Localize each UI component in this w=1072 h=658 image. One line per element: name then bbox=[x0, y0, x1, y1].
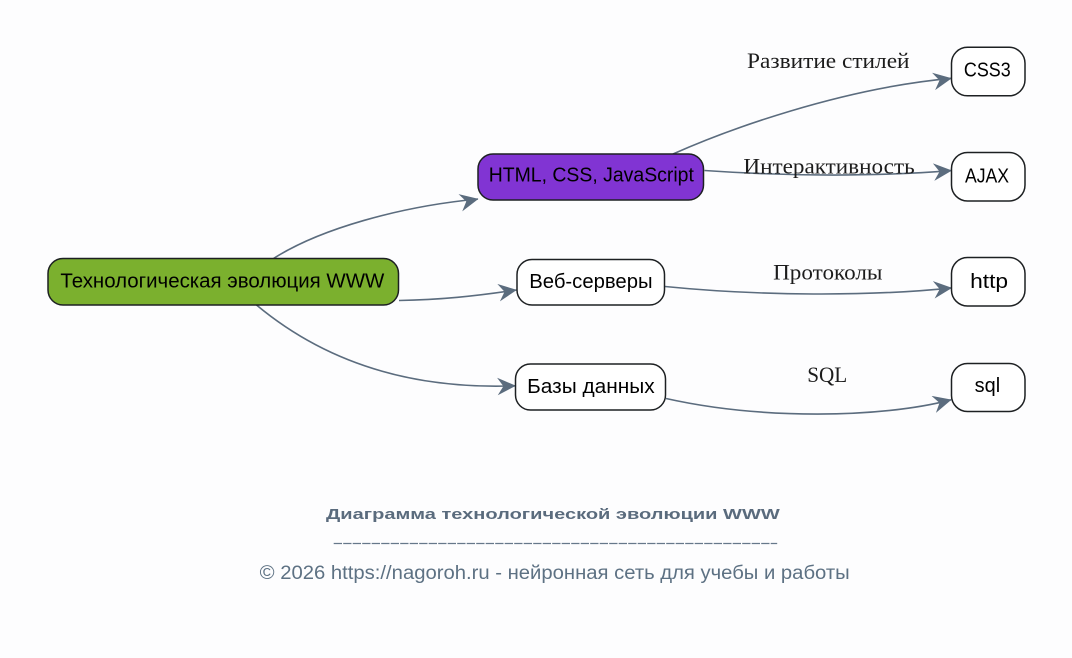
svg-text:Протоколы: Протоколы bbox=[773, 260, 882, 285]
svg-text:Развитие стилей: Развитие стилей bbox=[747, 48, 910, 73]
svg-text:sql: sql bbox=[975, 375, 1001, 397]
svg-text:http: http bbox=[970, 271, 1008, 293]
svg-text:SQL: SQL bbox=[807, 362, 847, 387]
svg-text:© 2026 https://nagoroh.ru - не: © 2026 https://nagoroh.ru - нейронная се… bbox=[260, 563, 850, 584]
svg-text:Веб-серверы: Веб-серверы bbox=[529, 271, 652, 293]
svg-text:AJAX: AJAX bbox=[965, 166, 1009, 188]
svg-text:Базы данных: Базы данных bbox=[527, 376, 655, 398]
svg-text:Диаграмма технологической эвол: Диаграмма технологической эволюции WWW bbox=[326, 506, 781, 523]
svg-text:Интерактивность: Интерактивность bbox=[743, 153, 914, 178]
svg-text:Технологическая эволюция WWW: Технологическая эволюция WWW bbox=[60, 270, 384, 292]
svg-text:HTML, CSS, JavaScript: HTML, CSS, JavaScript bbox=[489, 164, 695, 186]
svg-text:CSS3: CSS3 bbox=[964, 60, 1011, 82]
